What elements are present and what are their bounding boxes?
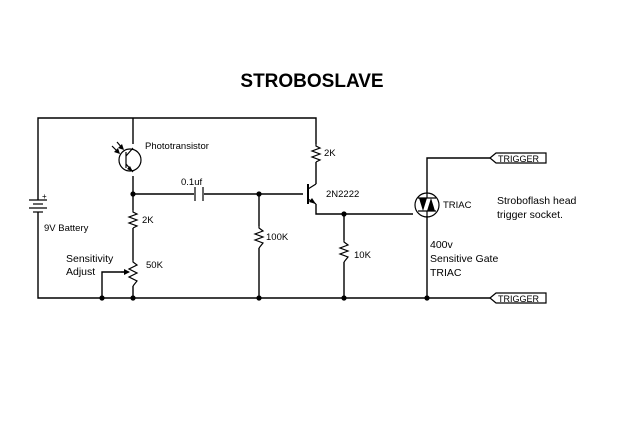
triac-description-line3: TRIAC <box>430 267 462 279</box>
svg-text:+: + <box>42 192 47 201</box>
junction-dot <box>99 295 105 301</box>
triac-symbol <box>414 192 440 218</box>
triac-top-wire <box>426 157 490 193</box>
divider-resistor-label: 2K <box>142 215 154 226</box>
junction-dot <box>341 211 347 217</box>
emitter-resistor <box>338 240 350 263</box>
phototransistor-label: Phototransistor <box>145 141 209 152</box>
battery-label: 9V Battery <box>44 223 89 234</box>
top-rail-wire <box>37 117 317 200</box>
triac-label: TRIAC <box>443 200 472 211</box>
bottom-rail-wire <box>37 212 490 299</box>
triac-description-line1: 400v <box>430 239 454 251</box>
junction-dots <box>99 191 430 301</box>
triac-description-line2: Sensitive Gate <box>430 253 498 265</box>
junction-dot <box>341 295 347 301</box>
collector-resistor-label: 2K <box>324 148 336 159</box>
battery-symbol: + <box>29 192 47 213</box>
potentiometer-label-line2: Adjust <box>66 266 95 278</box>
junction-dot <box>256 295 262 301</box>
transistor-label: 2N2222 <box>326 189 359 200</box>
trigger-connector-bottom: TRIGGER <box>489 292 547 304</box>
emitter-resistor-label: 10K <box>354 250 372 261</box>
socket-note-line2: trigger socket. <box>497 209 563 221</box>
junction-dot <box>256 191 262 197</box>
phototransistor-symbol <box>111 141 142 173</box>
potentiometer-value: 50K <box>146 260 164 271</box>
diagram-title: STROBOSLAVE <box>240 71 383 92</box>
collector-resistor <box>310 144 322 163</box>
potentiometer-symbol <box>121 260 139 287</box>
divider-resistor <box>127 210 139 229</box>
base-resistor <box>253 226 265 249</box>
svg-text:TRIGGER: TRIGGER <box>498 154 540 164</box>
socket-note-line1: Stroboflash head <box>497 195 577 207</box>
capacitor-label: 0.1uf <box>181 177 202 188</box>
base-resistor-label: 100K <box>266 232 289 243</box>
pot-wiper-wire <box>101 271 126 298</box>
capacitor-symbol <box>194 187 204 201</box>
svg-text:TRIGGER: TRIGGER <box>498 294 540 304</box>
wiring <box>37 117 490 299</box>
trigger-connector-top: TRIGGER <box>489 152 547 164</box>
junction-dot <box>130 191 136 197</box>
emitter-to-gate-wire <box>315 204 413 215</box>
junction-dot <box>424 295 430 301</box>
junction-dot <box>130 295 136 301</box>
potentiometer-label-line1: Sensitivity <box>66 253 114 265</box>
npn-transistor-symbol <box>307 183 317 205</box>
